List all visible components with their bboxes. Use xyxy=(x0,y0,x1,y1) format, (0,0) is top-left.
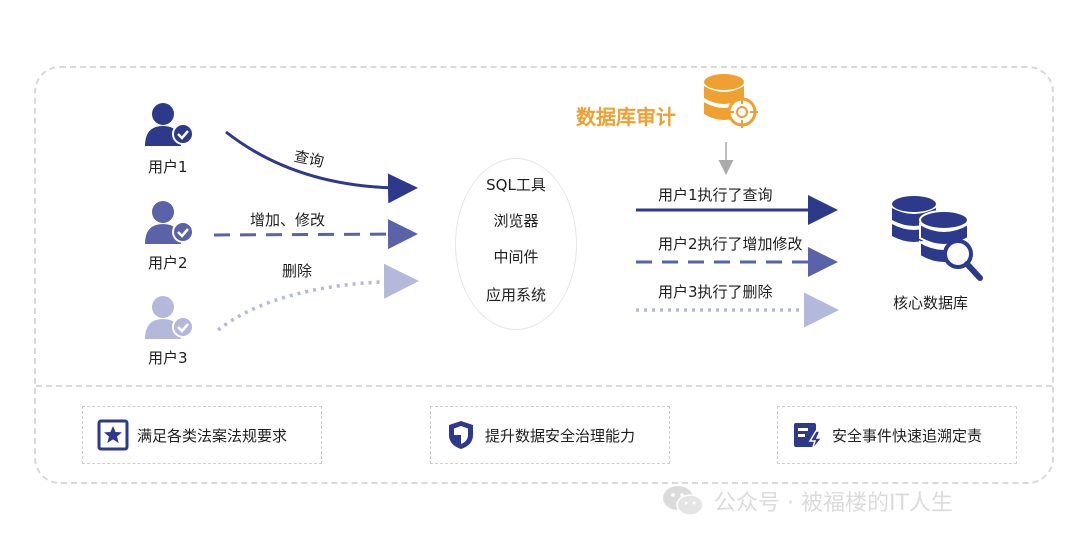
modify-arrow xyxy=(213,219,418,250)
log-user-2: 用户2执行了增加修改 xyxy=(658,235,803,253)
shield-icon xyxy=(449,421,473,449)
feature-compliance-label: 满足各类法案法规要求 xyxy=(137,426,288,445)
feature-traceability-label: 安全事件快速追溯定责 xyxy=(832,426,983,445)
user-3-label: 用户3 xyxy=(148,349,188,367)
delete-arrow xyxy=(216,263,419,332)
log-user-3: 用户3执行了删除 xyxy=(658,283,773,301)
user-3-icon xyxy=(145,296,194,339)
user-2-label: 用户2 xyxy=(148,254,188,272)
section-divider xyxy=(36,385,1052,387)
feature-governance-label: 提升数据安全治理能力 xyxy=(485,426,636,445)
channel-browser: 浏览器 xyxy=(493,212,539,230)
document-lightning-icon xyxy=(794,423,824,451)
audit-title: 数据库审计 xyxy=(576,105,676,129)
core-database-label: 核心数据库 xyxy=(893,294,969,312)
feature-compliance: 满足各类法案法规要求 xyxy=(82,406,322,464)
user-1-icon xyxy=(145,103,194,146)
query-arrow xyxy=(225,130,418,204)
channel-middleware: 中间件 xyxy=(493,248,539,266)
channel-sql-tool: SQL工具 xyxy=(486,176,546,194)
feature-governance: 提升数据安全治理能力 xyxy=(430,406,670,464)
action-delete-label: 删除 xyxy=(282,262,313,280)
access-channel-oval xyxy=(455,158,577,330)
log-user-1: 用户1执行了查询 xyxy=(658,186,773,204)
user-2-icon xyxy=(145,201,194,244)
diagram-frame xyxy=(34,66,1054,484)
core-database-icon xyxy=(892,196,983,281)
feature-traceability: 安全事件快速追溯定责 xyxy=(777,406,1017,464)
action-modify-label: 增加、修改 xyxy=(250,211,326,229)
star-badge-icon xyxy=(97,419,129,451)
channel-application: 应用系统 xyxy=(485,286,546,304)
wechat-icon xyxy=(663,486,704,516)
user-1-label: 用户1 xyxy=(148,158,188,176)
watermark-text: 公众号 · 被福楼的IT人生 xyxy=(714,491,953,516)
watermark: 公众号 · 被福楼的IT人生 xyxy=(662,484,953,518)
database-audit-icon xyxy=(704,74,758,128)
